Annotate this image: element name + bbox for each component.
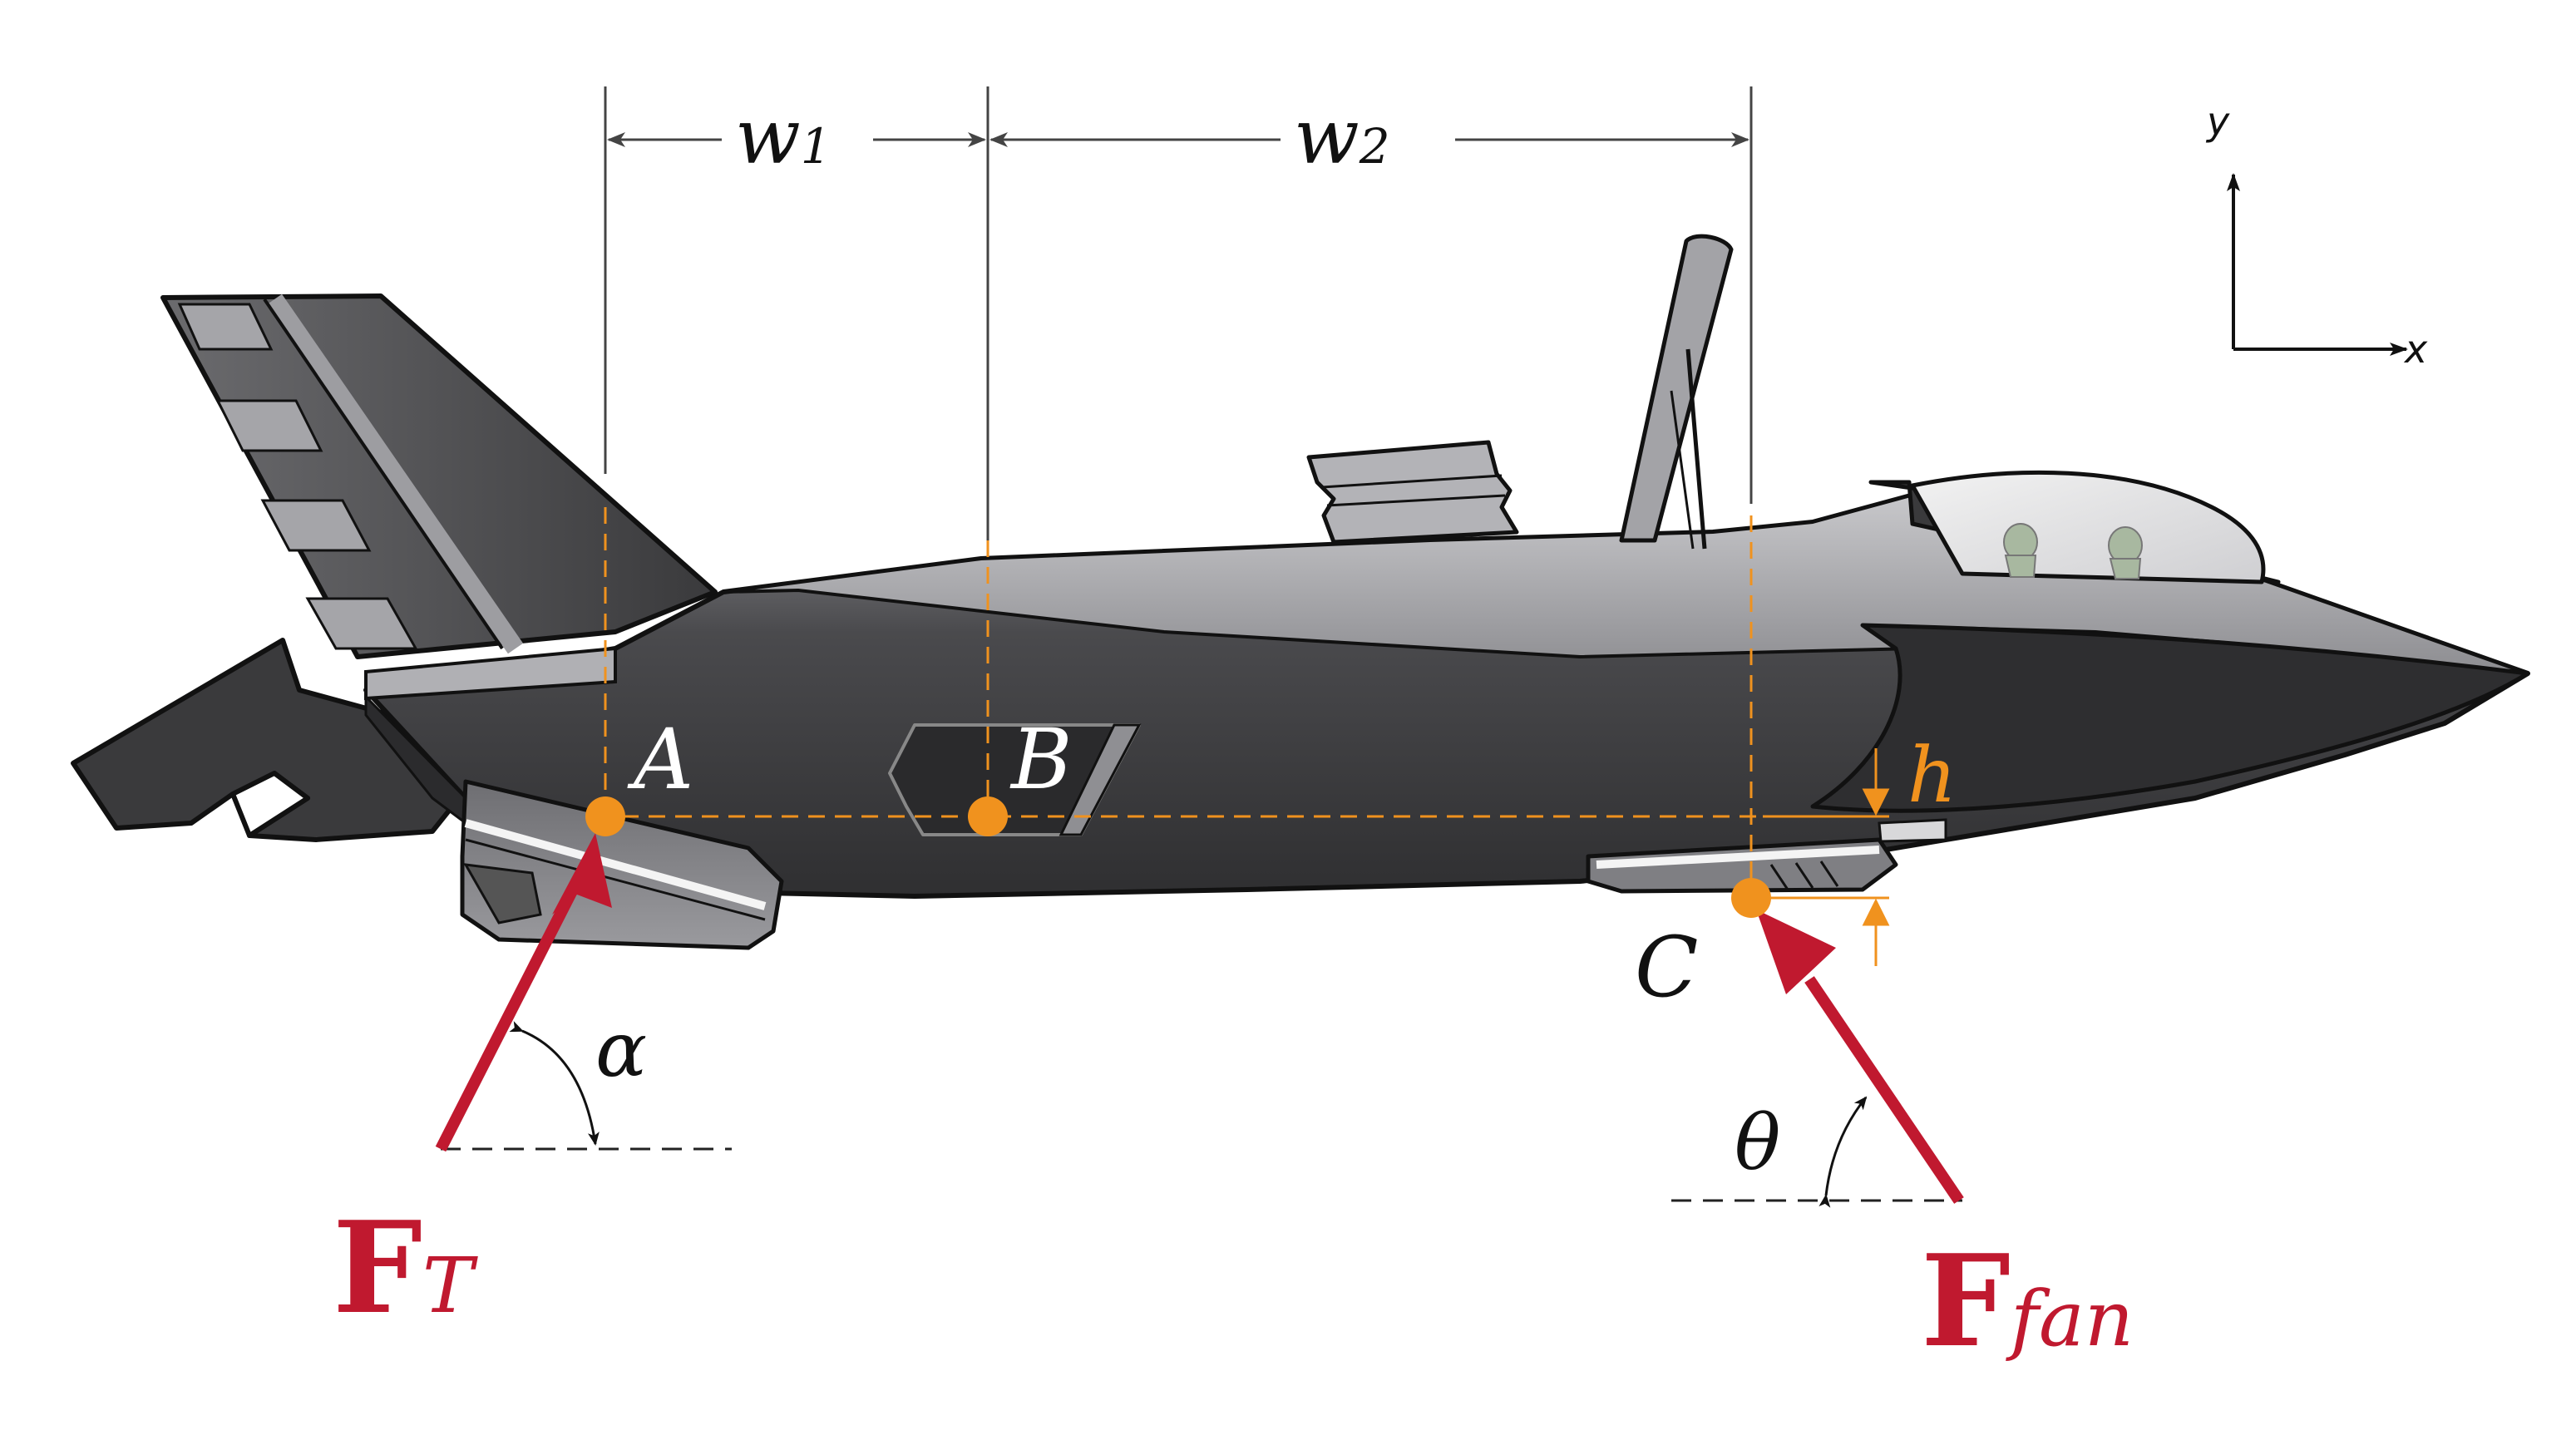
reference-lines: [604, 507, 1863, 890]
theta-arc: [1818, 1096, 1868, 1208]
point-a-label: A: [627, 711, 693, 808]
axis-y-label: y: [2205, 99, 2230, 144]
lift-fan-door: [1619, 234, 1734, 543]
point-b-dot: [968, 796, 1008, 836]
theta-label: θ: [1735, 1098, 1780, 1187]
ffan-label: Ffan: [1921, 1226, 2134, 1375]
horizontal-stabilizer: [71, 638, 468, 842]
points: [585, 796, 1771, 918]
aircraft: [71, 234, 2530, 950]
force-arrows: [435, 833, 1964, 1204]
dimension-lines: [604, 86, 1753, 542]
alpha-label: α: [595, 1005, 647, 1094]
h-dimension: [1763, 748, 1890, 966]
point-c-dot: [1731, 878, 1771, 918]
point-c-label: C: [1635, 919, 1699, 1016]
pilot-figures: [2003, 523, 2143, 579]
axis-x-label: x: [2403, 327, 2428, 372]
vertical-tail: [160, 293, 718, 659]
ft-arrow: [435, 878, 583, 1152]
angle-references: [441, 1147, 1962, 1202]
alpha-arc: [509, 1021, 600, 1146]
h-label: h: [1907, 731, 1957, 820]
auxiliary-door: [1306, 440, 1519, 545]
canopy: [1910, 470, 2266, 584]
w2-label: w2: [1294, 92, 1390, 181]
point-b-label: B: [1009, 711, 1073, 808]
coordinate-axes: [2227, 173, 2408, 356]
w1-label: w1: [735, 92, 832, 181]
ft-label: FT: [333, 1193, 478, 1342]
point-a-dot: [585, 796, 625, 836]
ffan-arrow: [1804, 976, 1964, 1204]
